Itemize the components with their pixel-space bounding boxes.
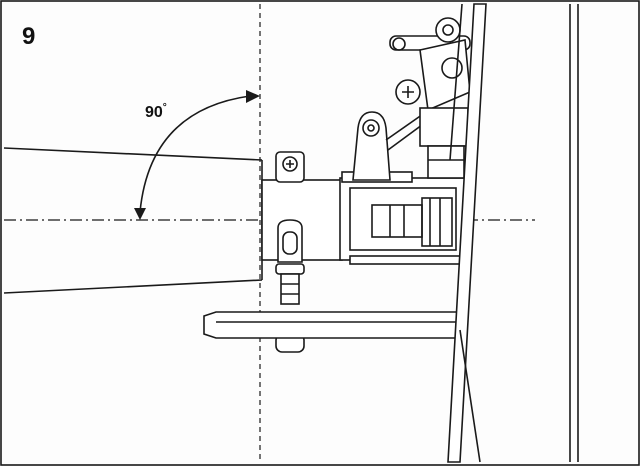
arrow-head-right — [246, 90, 260, 103]
angle-value: 90 — [145, 104, 163, 121]
angle-unit: ° — [163, 102, 167, 113]
step-number: 9 — [22, 23, 35, 50]
tail-pushrod — [275, 219, 305, 353]
arrow-head-down — [134, 208, 146, 220]
tail-gearbox — [261, 171, 467, 265]
angle-arc — [139, 95, 251, 213]
vertical-fin-plate — [447, 3, 579, 463]
pitch-slider-link — [352, 111, 427, 181]
angle-indicator: 90° — [134, 90, 260, 220]
clamp-bolt — [275, 151, 305, 183]
horizontal-fin — [203, 311, 463, 339]
svg-text:90°: 90° — [145, 102, 167, 121]
tail-bellcrank — [389, 17, 471, 179]
